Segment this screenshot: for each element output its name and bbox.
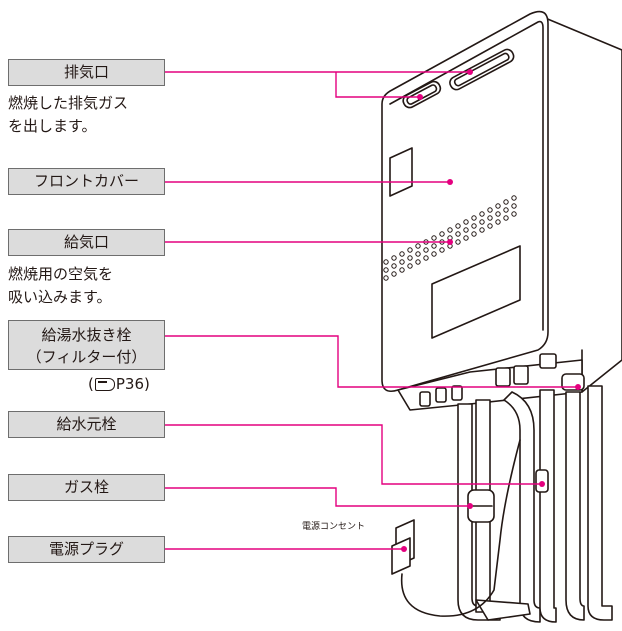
power-plug-label: 電源プラグ xyxy=(8,536,165,563)
intake-description: 燃焼用の空気を 吸い込みます。 xyxy=(8,263,113,309)
leader-dot-gas-valve xyxy=(467,503,473,509)
drain-plug-label-line1: 給湯水抜き栓 xyxy=(41,326,132,344)
exhaust-desc-line1: 燃焼した排気ガス xyxy=(8,94,129,112)
power-plug-shape xyxy=(391,537,411,575)
leader-dot-water-valve xyxy=(539,481,545,487)
page-reference-open: ( xyxy=(88,375,94,393)
exhaust-description: 燃焼した排気ガス を出します。 xyxy=(8,92,128,138)
pipes xyxy=(457,385,613,623)
heater-right-side xyxy=(537,14,622,393)
gas-valve-label: ガス栓 xyxy=(8,474,165,501)
front-lower-panel xyxy=(431,245,521,339)
exhaust-slot-upper xyxy=(449,48,515,91)
intake-label: 給気口 xyxy=(8,229,165,256)
leader-dot-power-plug xyxy=(401,546,407,552)
leader-dot-drain-plug xyxy=(575,384,581,390)
leader-dot-exhaust-lower xyxy=(417,94,423,100)
power-cable xyxy=(400,439,521,617)
intake-holes xyxy=(383,195,517,281)
leader-dot-front-cover xyxy=(447,179,453,185)
gas-valve-shape xyxy=(467,489,495,523)
leader-exhaust xyxy=(165,71,470,98)
pointing-finger-icon xyxy=(94,378,115,391)
exhaust-slot-lower xyxy=(402,80,442,109)
front-window xyxy=(389,147,413,197)
drain-plug-label: 給湯水抜き栓 （フィルター付） xyxy=(8,320,165,370)
leader-drain-plug xyxy=(165,335,578,388)
leader-dot-intake xyxy=(447,239,453,245)
water-valve-label: 給水元栓 xyxy=(8,411,165,438)
leader-gas-valve xyxy=(165,487,470,507)
outlet-label: 電源コンセント xyxy=(302,522,366,532)
intake-desc-line2: 吸い込みます。 xyxy=(8,288,112,306)
front-cover-label: フロントカバー xyxy=(8,168,165,195)
intake-desc-line1: 燃焼用の空気を xyxy=(8,265,114,283)
page-reference-text: P36) xyxy=(115,375,150,393)
page-reference: ( P36) xyxy=(88,375,150,393)
heater-front-cover xyxy=(381,10,549,393)
exhaust-desc-line2: を出します。 xyxy=(8,117,97,135)
bottom-fittings xyxy=(419,353,585,407)
leader-dot-exhaust-upper xyxy=(467,69,473,75)
exhaust-label: 排気口 xyxy=(8,59,165,86)
leader-water-valve xyxy=(165,424,542,485)
drain-plug-label-line2: （フィルター付） xyxy=(26,348,147,366)
